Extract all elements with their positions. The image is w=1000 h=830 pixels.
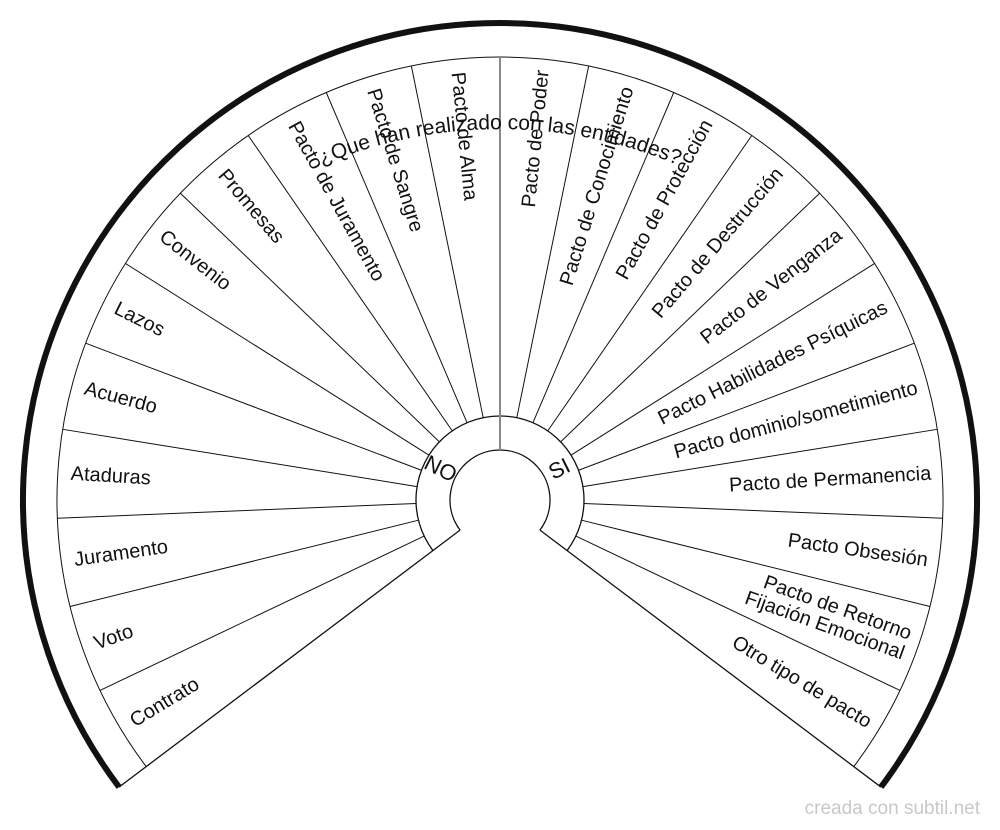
slice-label-si: Pacto Obsesión [786, 530, 929, 572]
slice-label-si: Pacto de Permanencia [729, 463, 933, 497]
slice-label-no: Contrato [126, 673, 203, 732]
right-end-line [539, 529, 882, 788]
slice-label-no: Pacto de Sangre [362, 86, 427, 235]
slice-label-no: Voto [91, 620, 136, 654]
slice-divider [560, 192, 820, 443]
slice-divider [547, 135, 753, 432]
slice-divider [99, 535, 425, 691]
slice-divider [532, 92, 675, 423]
slice-divider [85, 342, 422, 471]
slice-divider [578, 342, 915, 471]
slice-label-no: Ataduras [70, 463, 151, 490]
slice-divider [575, 535, 901, 691]
slice-divider [62, 428, 418, 488]
slice-label-no: Convenio [155, 226, 235, 295]
slice-divider [570, 263, 875, 456]
si-label: SI [544, 453, 574, 485]
slice-divider [582, 428, 938, 488]
slice-label-no: Acuerdo [82, 378, 160, 418]
slice-divider [583, 502, 943, 519]
watermark: creada con subtil.net [804, 798, 980, 819]
slice-divider [581, 519, 931, 607]
slice-divider [69, 519, 419, 607]
slice-divider [325, 92, 468, 423]
outer-rim [20, 20, 980, 789]
slice-divider [125, 263, 430, 456]
slice-divider [180, 192, 440, 443]
slice-divider [57, 502, 417, 519]
slice-label-no: Lazos [111, 298, 169, 342]
center-ring-inner [449, 449, 551, 531]
slice-label-si: Pacto de Poder [518, 69, 554, 209]
left-end-line [118, 529, 461, 788]
slice-divider [410, 65, 484, 418]
no-label: NO [420, 450, 461, 487]
slice-divider [247, 135, 453, 432]
slice-divider [516, 65, 590, 418]
slice-label-no: Juramento [73, 536, 170, 571]
